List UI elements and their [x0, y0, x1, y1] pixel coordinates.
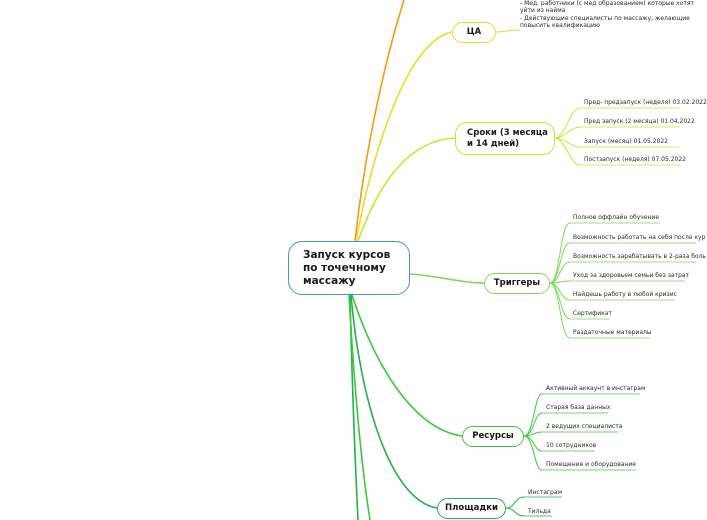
platform-item-0[interactable]: Инстаграм	[528, 489, 563, 496]
sroki-item-3[interactable]: Постзапуск (неделя) 07.05.2022	[584, 156, 686, 163]
resource-item-4[interactable]: Помещение и оборудование	[546, 461, 636, 468]
connector-resources	[351, 294, 463, 437]
trigger-item-0[interactable]: Полное оффлайн обучение	[573, 214, 660, 221]
connector-ca	[355, 31, 453, 242]
connector-sroki-item-1	[554, 126, 581, 139]
connector-triggers	[409, 273, 485, 284]
trigger-item-1[interactable]: Возможность работать на себя после кур	[573, 234, 706, 241]
root-title: Запуск курсов по точечному массажу	[303, 248, 391, 287]
connector-sroki-item-0	[554, 107, 581, 139]
trigger-item-2[interactable]: Возможность зарабатывать в 2-раза боль	[573, 253, 706, 260]
connector-ca-note	[495, 29, 521, 33]
branch-platforms-label: Площадки	[445, 503, 498, 513]
connector-extra-2	[348, 294, 371, 520]
branch-triggers-label: Триггеры	[493, 278, 541, 288]
connector-orange	[354, 0, 405, 242]
trigger-item-6[interactable]: Раздаточные материалы	[573, 329, 652, 336]
sroki-item-1[interactable]: Пред запуск (2 месяца) 01.04.2022	[584, 118, 695, 125]
branch-resources[interactable]: Ресурсы	[462, 426, 524, 447]
trigger-item-4[interactable]: Найдешь работу в любой кризис	[573, 291, 677, 298]
resource-item-3[interactable]: 10 сотрудников	[546, 442, 597, 449]
connector-sroki-item-3	[554, 137, 581, 166]
root-node[interactable]: Запуск курсов по точечному массажу	[288, 241, 410, 295]
connector-sroki	[357, 137, 456, 242]
sroki-item-2[interactable]: Запуск (месяц) 01.05.2022	[584, 138, 668, 145]
trigger-item-3[interactable]: Уход за здоровьем семьи без затрат	[573, 272, 690, 279]
ca-note-line-0: - Мед. работники (с мед образованием) ко…	[520, 0, 694, 7]
branch-resources-label: Ресурсы	[472, 431, 514, 441]
resource-item-1[interactable]: Старая база данных	[546, 404, 611, 411]
branch-sroki-label: Сроки (3 месяца и 14 дней)	[467, 127, 548, 149]
ca-note-line-3: повысить квалификацию	[520, 22, 600, 29]
resource-item-0[interactable]: Активный аккаунт в инстаграм	[546, 385, 646, 392]
ca-note-line-2: - Действующие специалисты по массажу, же…	[520, 15, 690, 22]
platform-item-1[interactable]: Тильда	[528, 508, 551, 515]
trigger-item-5[interactable]: Сертификат	[573, 310, 612, 317]
branch-triggers[interactable]: Триггеры	[484, 273, 550, 294]
branch-platforms[interactable]: Площадки	[437, 498, 506, 519]
resource-item-2[interactable]: 2 ведущих специалиста	[546, 423, 623, 430]
branch-ca-label: ЦА	[466, 27, 482, 37]
connector-platforms	[350, 294, 438, 509]
branch-ca[interactable]: ЦА	[452, 22, 496, 43]
sroki-item-0[interactable]: Пред- предзапуск (неделя) 03.02.2022	[584, 99, 707, 106]
ca-note-line-1: уйти из найма	[520, 7, 566, 14]
branch-sroki[interactable]: Сроки (3 месяца и 14 дней)	[455, 122, 555, 155]
